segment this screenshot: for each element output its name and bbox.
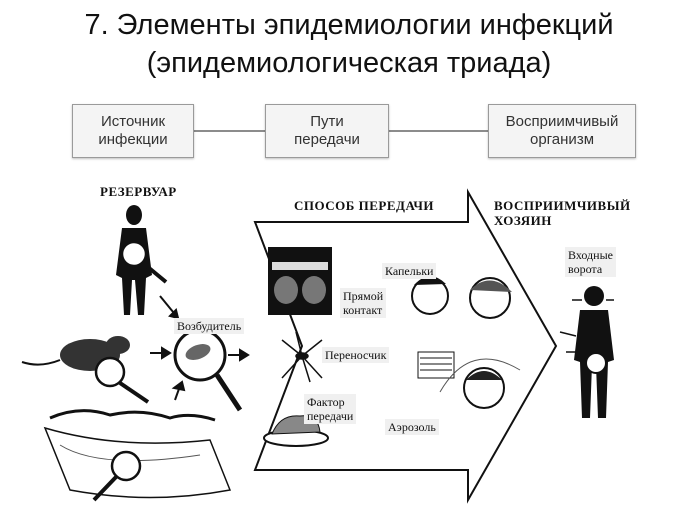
host-person-silhouette-icon [574, 286, 614, 418]
triad-box-source: Источник инфекции [72, 104, 194, 158]
label-transmission-mode: СПОСОБ ПЕРЕДАЧИ [294, 198, 435, 213]
face-icon [411, 276, 449, 315]
label-aerosol: Аэрозоль [385, 419, 439, 435]
magnifier-icon [120, 240, 168, 284]
mosquito-icon [281, 331, 323, 383]
aerosol-flow [439, 358, 521, 393]
title-line-2: (эпидемиологическая триада) [146, 47, 552, 79]
label-reservoir: РЕЗЕРВУАР [100, 184, 177, 199]
triad-box-susceptible: Восприимчивый организм [488, 104, 636, 158]
food-plate-icon [263, 415, 329, 447]
host-magnifier-icon [585, 352, 607, 374]
magnifier-icon [94, 356, 150, 404]
page-title: 7. Элементы эпидемиологии инфекций (эпид… [0, 6, 698, 82]
face-icon [463, 367, 505, 409]
pathogen-magnifier-icon [173, 328, 243, 412]
label-portal-of-entry: Входные ворота [565, 247, 616, 277]
label-vector: Переносчик [322, 347, 390, 363]
triad-box-routes: Пути передачи [265, 104, 389, 158]
portal-arrows [559, 299, 614, 353]
title-line-1: 7. Элементы эпидемиологии инфекций [84, 9, 614, 41]
magnifier-icon [92, 450, 142, 502]
label-pathogen: Возбудитель [174, 318, 245, 334]
direct-contact-image [268, 247, 332, 315]
landscape-icon [43, 409, 232, 499]
label-droplets: Капельки [382, 263, 437, 279]
label-susceptible-host: ВОСПРИИМЧИВЫЙ ХОЗЯИН [494, 198, 631, 228]
label-vehicle: Фактор передачи [304, 394, 357, 424]
label-direct-contact: Прямой контакт [340, 288, 387, 318]
ventilation-grille-icon [417, 351, 455, 379]
face-icon [469, 277, 512, 319]
